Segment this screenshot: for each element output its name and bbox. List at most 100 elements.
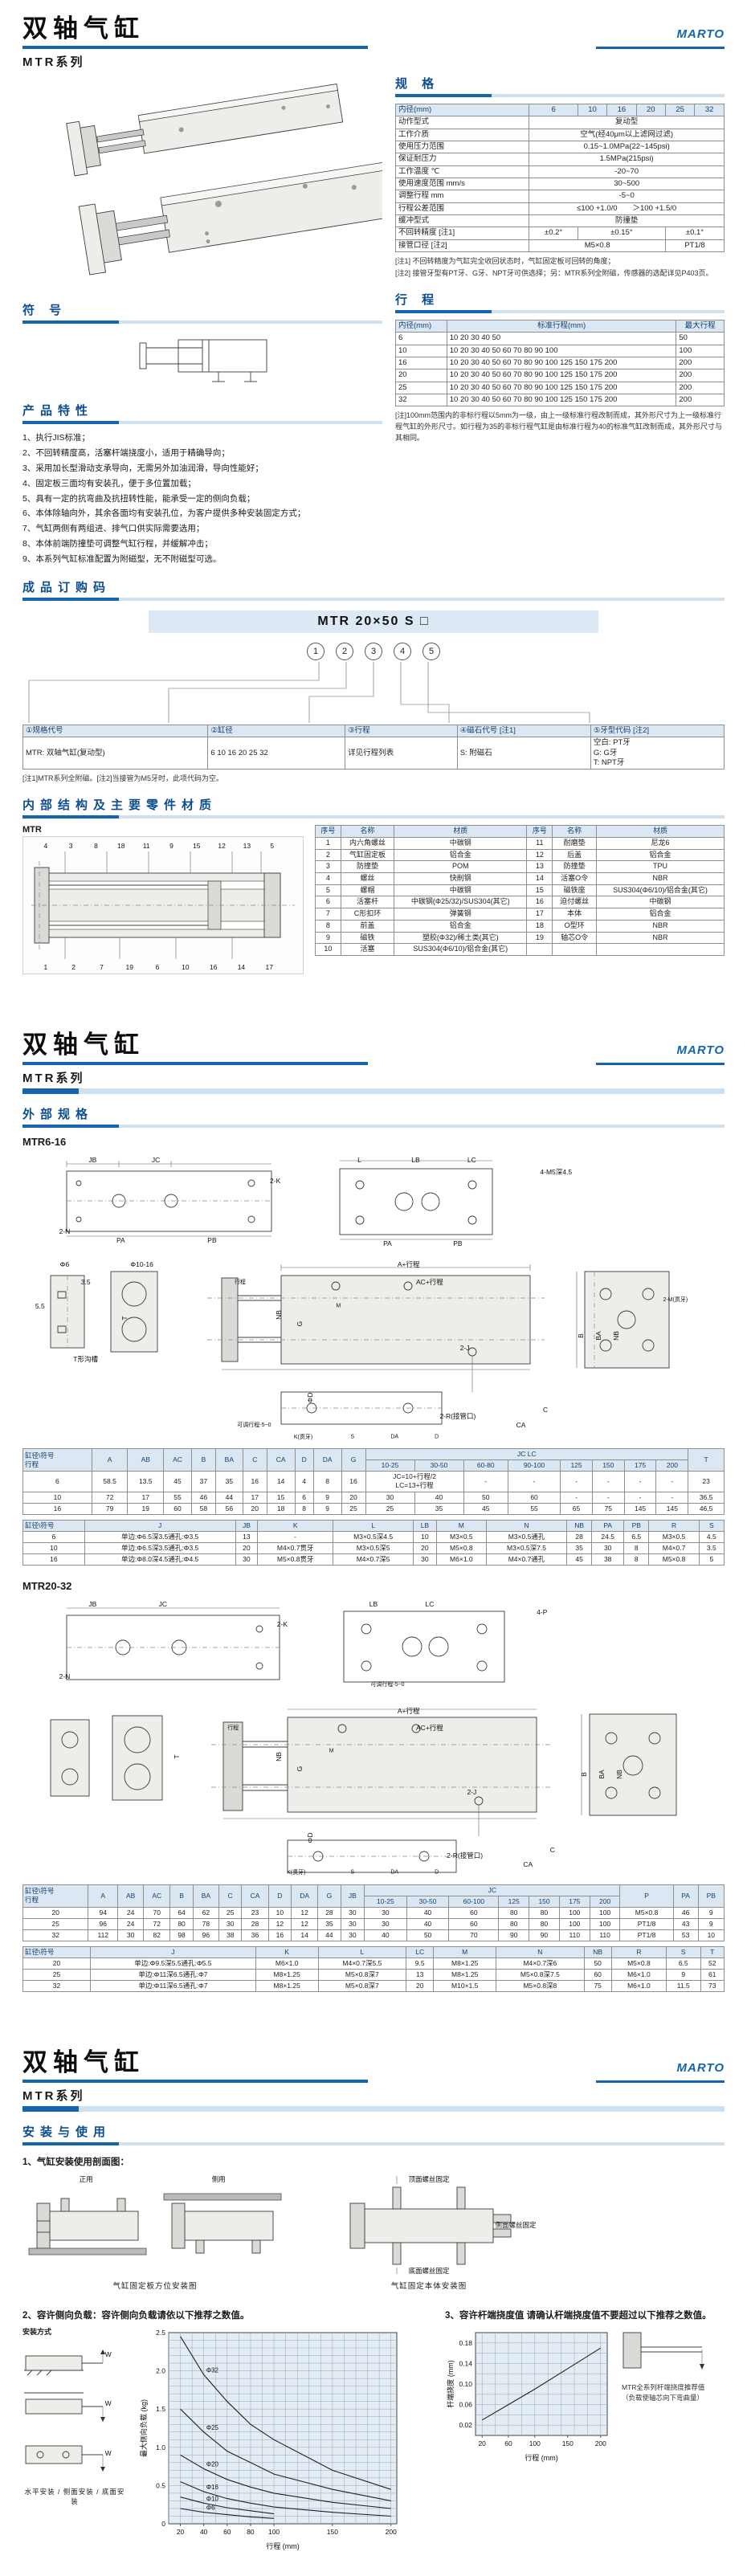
table-cell: 30 [117, 1929, 145, 1942]
table-cell: - [560, 1491, 593, 1504]
svg-text:Φ16: Φ16 [206, 2484, 219, 2491]
table-cell: 18 [266, 1502, 296, 1515]
dim-label: 顶面螺丝固定 [408, 2175, 450, 2184]
table-header-cell: T [688, 1448, 725, 1472]
table-cell: 35 [414, 1502, 464, 1515]
table-cell: NBR [596, 872, 725, 885]
dim-label: AC+行程 [416, 1724, 443, 1733]
table-cell: 60 [448, 1917, 500, 1930]
table-cell: 35 [317, 1917, 341, 1930]
table-cell: 40 [406, 1906, 450, 1919]
svg-text:Φ32: Φ32 [206, 2367, 219, 2374]
series-label: MTR系列 [22, 55, 85, 69]
mount-style-label: 安装方式 [22, 2328, 52, 2337]
table-header-cell: LB [413, 1519, 437, 1532]
table-cell: 145 [655, 1502, 689, 1515]
cylinder-photo-art [66, 84, 400, 276]
table-header-cell: 25 [664, 103, 696, 117]
dim-label: T形沟槽 [73, 1355, 99, 1364]
table-header-cell: PA [591, 1519, 625, 1532]
table-cell: 70 [143, 1906, 171, 1919]
series-band [22, 1088, 725, 1095]
table-cell: 9 [697, 1917, 725, 1930]
table-cell: M10×1.5 [433, 1980, 497, 1993]
page-title: 双轴气缸 [22, 2048, 145, 2077]
dim-label: BA [598, 1770, 606, 1779]
table-header-cell: D [294, 1448, 314, 1472]
feature-item: 7、气缸两侧有两组进、排气口供实际需要选用； [22, 524, 205, 534]
table-cell: M3×0.5 [648, 1530, 700, 1543]
dim-label: 2-R(接管口) [447, 1851, 484, 1860]
table-cell: 1 [315, 837, 341, 850]
svg-text:60: 60 [504, 2439, 512, 2447]
feature-item: 9、本系列气缸标准配置为附磁型，无不附磁型可选。 [22, 554, 222, 565]
table-cell: M6×1.0 [255, 1958, 319, 1970]
dim-label: 16 [209, 962, 218, 971]
table-cell: 16 [22, 1502, 92, 1515]
table-cell: 10 [413, 1530, 437, 1543]
table-header-cell: ①规格代号 [22, 725, 209, 738]
svg-text:200: 200 [595, 2439, 606, 2447]
dim-label: BA [594, 1331, 602, 1341]
table-cell: 单边:Φ6.5深3.5通孔:Φ3.5 [84, 1530, 236, 1543]
table-cell: 36.5 [688, 1491, 725, 1504]
table-cell: 铝合金 [394, 848, 528, 862]
dim-label: 侧用 [211, 2175, 226, 2184]
table-cell: 50 [406, 1929, 450, 1942]
table-cell: 9 [666, 1969, 701, 1982]
dim-label: LB [411, 1156, 420, 1165]
table-cell: 20 [22, 1906, 89, 1919]
table-cell: 9 [312, 1502, 342, 1515]
table-cell: 磁铁 [340, 931, 395, 945]
table-cell: 25 [22, 1917, 89, 1930]
svg-text:0.18: 0.18 [459, 2339, 472, 2347]
feature-item: 6、本体除轴向外，其余各面均有安装孔位，为客户提供多种安装固定方式； [22, 508, 306, 519]
table-cell: - [655, 1491, 689, 1504]
dim-label: NB [275, 1752, 283, 1762]
deflection-note: MTR全系列杆端挠度推荐值（负载使轴芯向下弯曲量） [622, 2383, 705, 2402]
table-cell: ±0.2° [529, 227, 578, 240]
table-cell: 62 [192, 1906, 220, 1919]
table-cell: 耐磨垫 [552, 837, 598, 850]
table-cell: 96 [88, 1917, 119, 1930]
table-header-cell: CA [241, 1884, 269, 1908]
table-cell: 64 [169, 1906, 194, 1919]
dim-label: CA [516, 1420, 526, 1429]
table-cell: - [623, 1491, 657, 1504]
table-cell: 9 [315, 931, 341, 945]
table-cell: 16 [22, 1553, 85, 1566]
table-cell: 28 [241, 1917, 269, 1930]
table-cell: 60 [507, 1491, 561, 1504]
table-cell: 中碳钢 [394, 884, 528, 897]
table-header-cell: ⑤牙型代码 [注2] [590, 725, 725, 738]
table-cell: 18 [526, 919, 553, 933]
table-cell: 16 [395, 357, 447, 370]
table-cell: 活塞 [340, 943, 395, 956]
dim-label: 8 [94, 841, 98, 850]
table-cell: 200 [676, 394, 725, 407]
table-cell: 单边:Φ8.0深4.5通孔:Φ4.5 [84, 1553, 236, 1566]
table-cell: 46 [672, 1906, 699, 1919]
table-cell: - [507, 1471, 561, 1492]
table-cell: M4×0.7深5 [333, 1553, 414, 1566]
table-cell: 6 [22, 1530, 85, 1543]
table-cell: 45 [163, 1471, 192, 1492]
table-cell: M3×0.5深5 [333, 1541, 414, 1554]
table-header-cell: PB [623, 1519, 650, 1532]
dim-label: 2-N [59, 1672, 71, 1680]
table-header-cell: J [84, 1519, 236, 1532]
table-header-cell: 16 [606, 103, 637, 117]
table-cell: 使用速度范围 mm/s [394, 178, 530, 191]
dim-label: 9 [169, 841, 173, 850]
dim-label: 1 [43, 962, 48, 971]
dim-label: T [173, 1754, 182, 1759]
table-cell: 100 [589, 1906, 621, 1919]
table-cell: M3×0.5深4.5 [333, 1530, 414, 1543]
dim-label: K(贯牙) [293, 1434, 313, 1440]
install-item1-head: 1、气缸安装使用剖面图： [22, 2158, 129, 2168]
table-cell: 90 [529, 1929, 560, 1942]
